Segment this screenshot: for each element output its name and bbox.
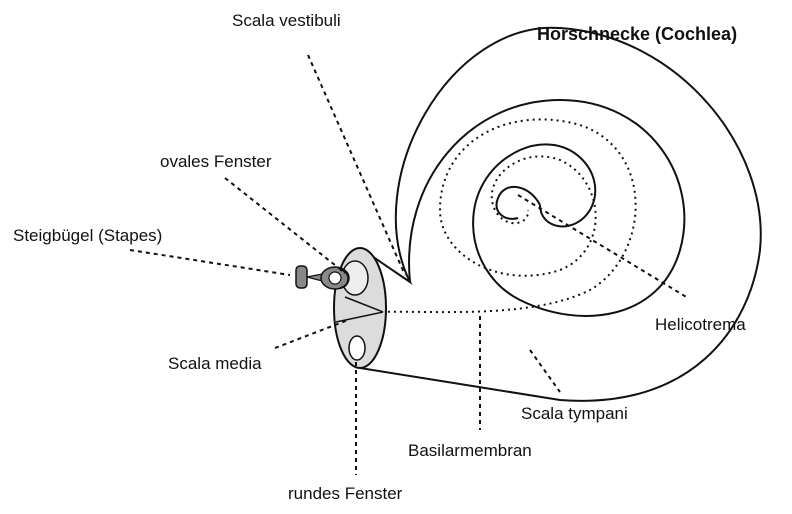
label-ovales-fenster: ovales Fenster [160, 153, 272, 170]
cochlea-innermost-spiral [496, 187, 540, 219]
cochlea-outer-wall [360, 28, 761, 401]
label-scala-tympani: Scala tympani [521, 405, 628, 422]
label-steigbuegel: Steigbügel (Stapes) [13, 227, 162, 244]
label-basilarmembran: Basilarmembran [408, 442, 532, 459]
round-window [349, 336, 365, 360]
diagram-title: Hörschnecke (Cochlea) [537, 25, 737, 43]
label-scala-vestibuli: Scala vestibuli [232, 12, 341, 29]
label-scala-media: Scala media [168, 355, 262, 372]
label-rundes-fenster: rundes Fenster [288, 485, 402, 502]
cochlea-inner-spiral [409, 100, 684, 316]
label-helicotrema: Helicotrema [655, 316, 746, 333]
leader-helicotrema [518, 195, 688, 298]
leader-steigbuegel [130, 250, 290, 275]
leader-ovales-fenster [225, 178, 345, 273]
leader-scala-vestibuli [308, 55, 405, 275]
leader-scala-tympani [530, 350, 560, 392]
